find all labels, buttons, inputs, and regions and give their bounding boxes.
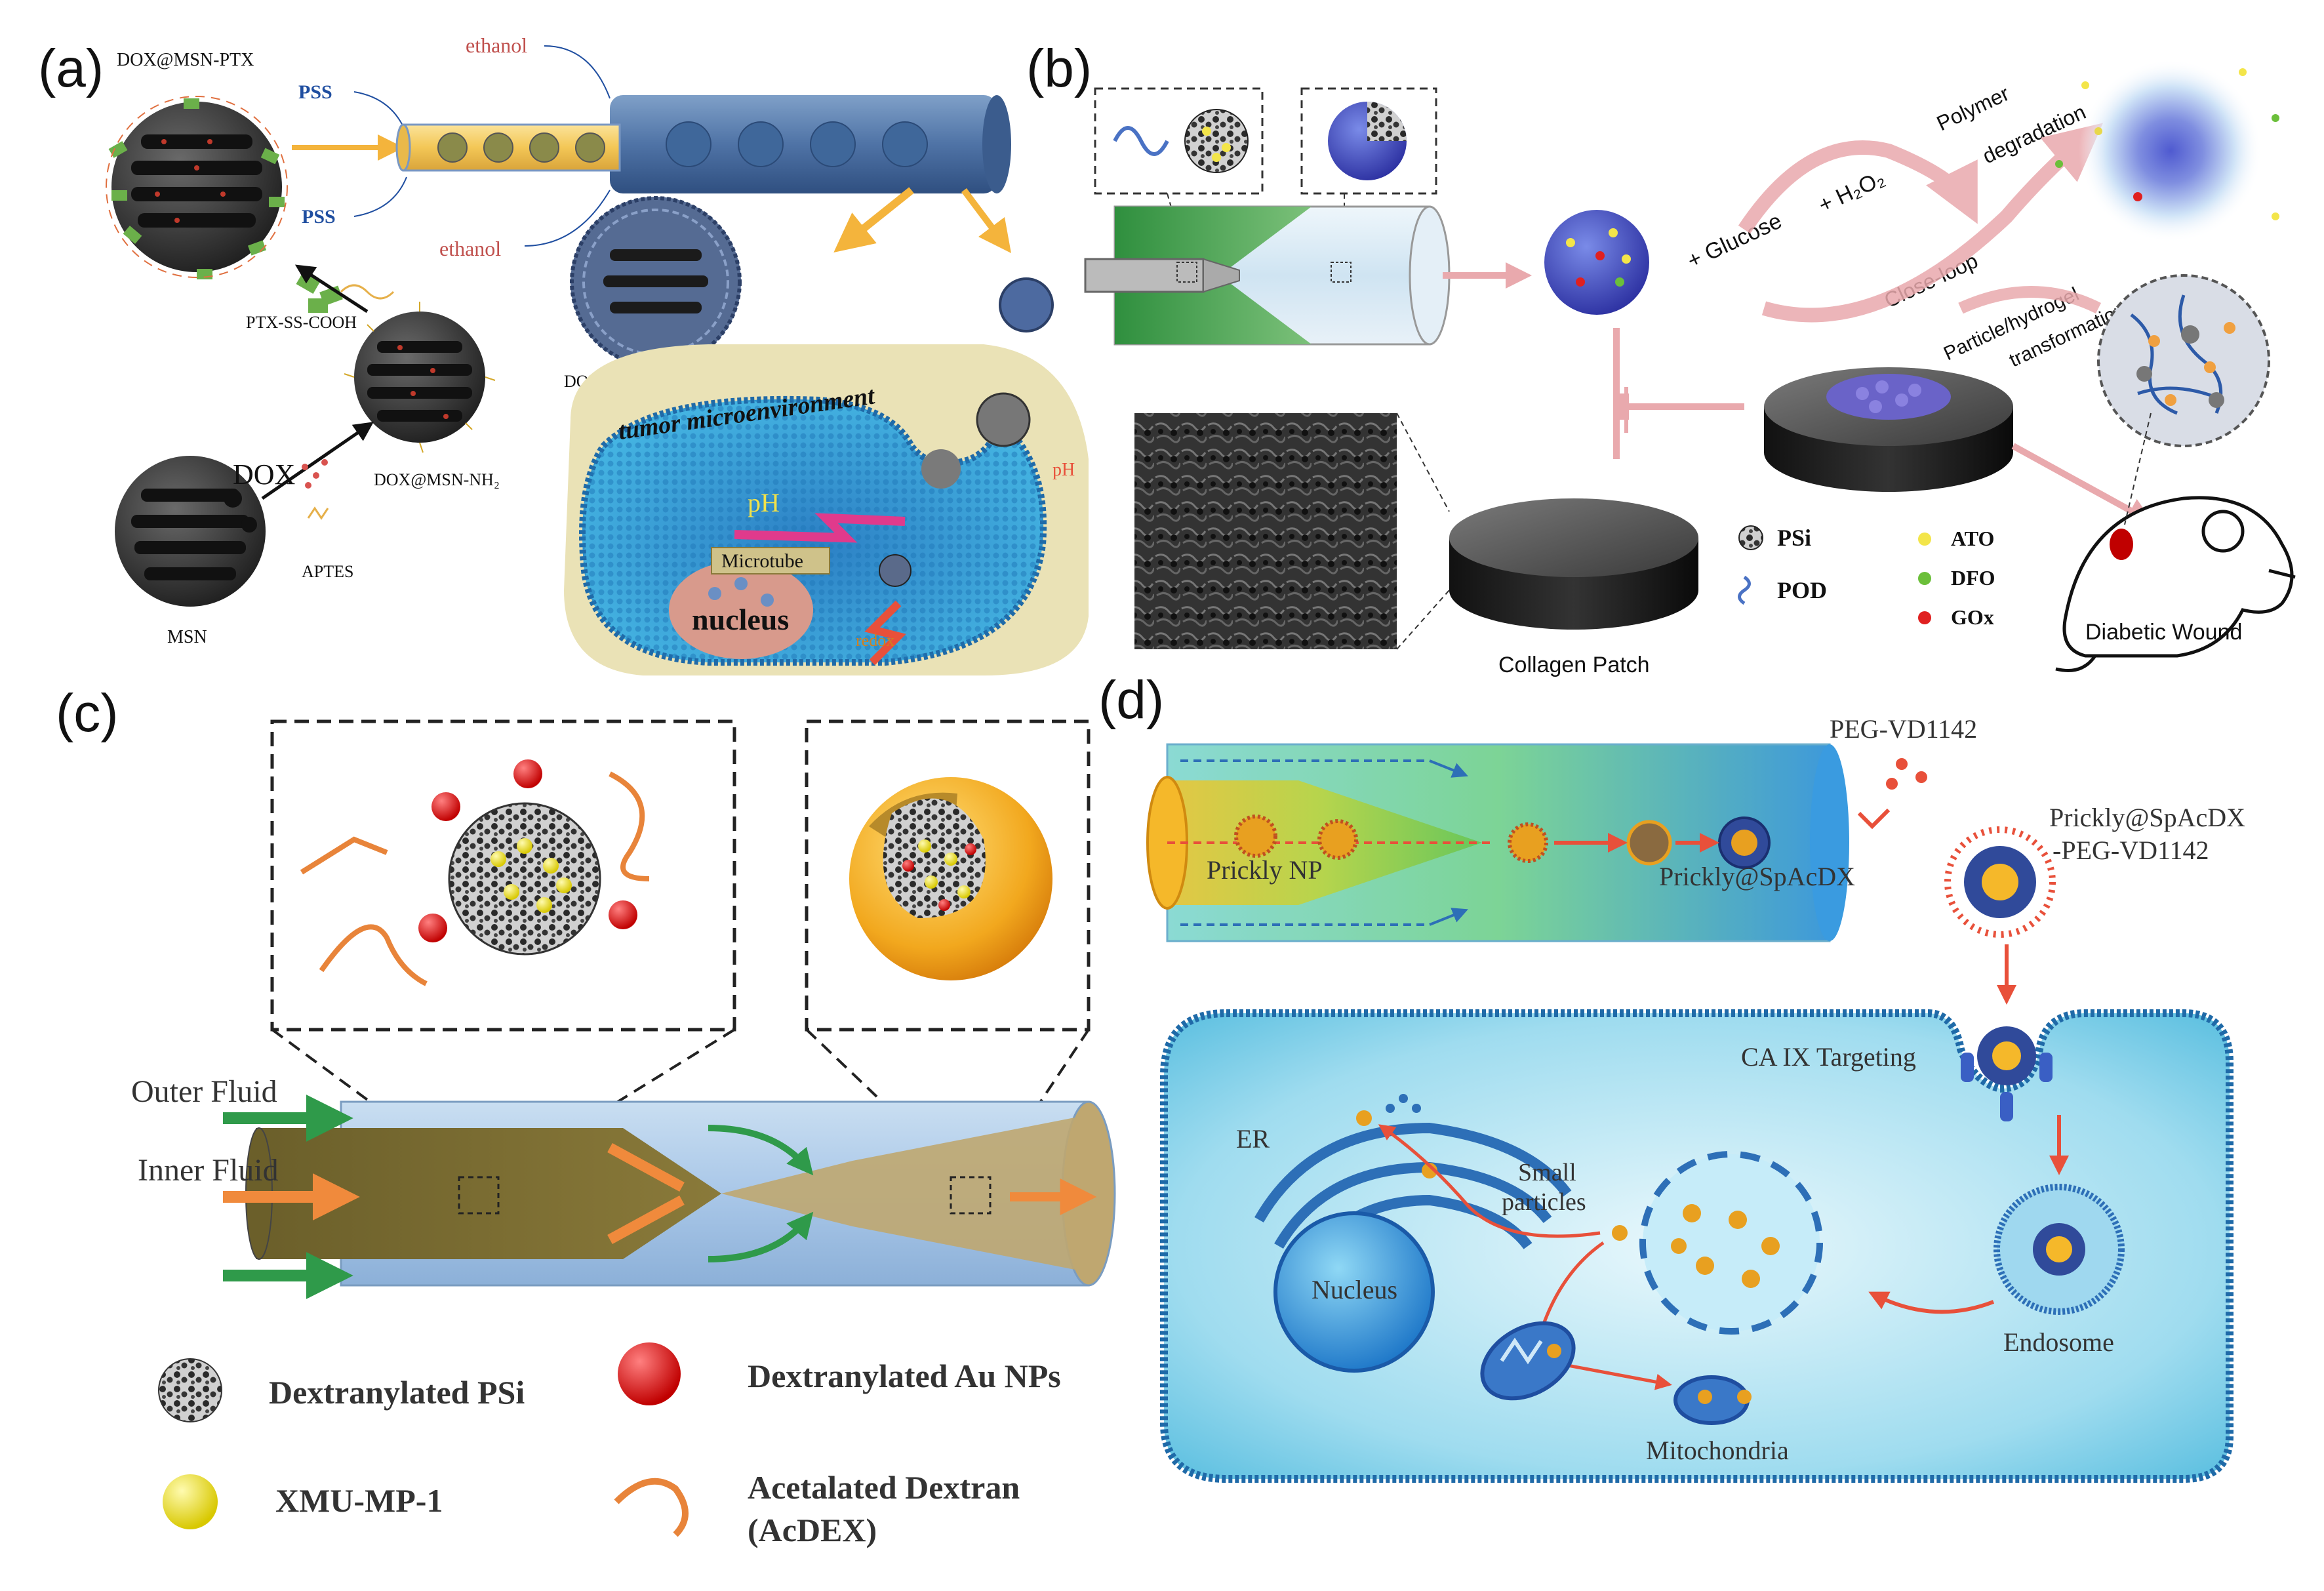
- dox-label: DOX: [233, 458, 295, 491]
- peg-vd1142-label: PEG-VD1142: [1830, 714, 1977, 744]
- microfluidic-tube-a: [395, 95, 1011, 193]
- legend-c-xmu: XMU-MP-1: [275, 1482, 443, 1519]
- nucleus-d-label: Nucleus: [1312, 1275, 1397, 1304]
- microfluidic-tube-c: [223, 1095, 1116, 1299]
- endosome-label: Endosome: [2003, 1327, 2114, 1357]
- panel-d-letter: (d): [1098, 670, 1164, 730]
- acdex-strand-icon: [614, 1478, 689, 1537]
- ph-cell-label: pH: [748, 488, 780, 517]
- h2o2-label: + H₂O₂: [1814, 166, 1889, 218]
- hydrogel-zoom: [2097, 274, 2270, 447]
- product-label-1: Prickly@SpAcDX: [2049, 803, 2245, 832]
- inset-core-shell: [1300, 87, 1437, 195]
- legend-c-acdex-abbrev: (AcDEX): [748, 1512, 877, 1548]
- panel-c: (c): [56, 683, 1116, 1548]
- prickly-spacdx-label: Prickly@SpAcDX: [1659, 862, 1855, 891]
- panel-c-letter: (c): [56, 683, 119, 743]
- pod-psi-particle: [1544, 210, 1649, 315]
- small-pss-particle: [999, 277, 1054, 332]
- wound-site: [2110, 529, 2133, 560]
- legend-c-psi: Dextranylated PSi: [269, 1374, 525, 1411]
- legend-b: PSi POD ATO DFO GOx: [1738, 525, 1995, 629]
- legend-b-ato: ATO: [1951, 527, 1994, 550]
- ca-ix-label: CA IX Targeting: [1741, 1042, 1916, 1072]
- inset-components: [1094, 87, 1264, 195]
- sem-image: [1134, 413, 1397, 649]
- panel-d: (d) Prickly NP Prickly@SpAcDX PEG-VD1142: [1098, 670, 2245, 1483]
- microfluidic-device-b: [1084, 205, 1451, 346]
- inner-fluid-label: Inner Fluid: [138, 1153, 279, 1188]
- small-particles-1-label: Small: [1518, 1159, 1576, 1186]
- degraded-particle: [2079, 59, 2262, 243]
- panel-a: (a): [38, 33, 1089, 675]
- collagen-patch-disk: [1449, 498, 1698, 630]
- microtube-label: Microtube: [721, 550, 803, 572]
- msn-particle: [115, 456, 266, 607]
- small-particles-2-label: particles: [1502, 1188, 1586, 1216]
- prickly-np-label: Prickly NP: [1207, 855, 1323, 885]
- dextranylated-psi-icon: [158, 1358, 222, 1422]
- xmu-mp-1-icon: [163, 1474, 218, 1529]
- dox-msn-nh2-label: DOX@MSN-NH₂: [374, 470, 500, 489]
- er-label: ER: [1236, 1124, 1270, 1154]
- hydrogel-disk: [1764, 367, 2013, 492]
- legend-b-pod: POD: [1777, 577, 1827, 603]
- dfo-dot-icon: [1918, 572, 1931, 585]
- dox-msn-ptx-pss-particle: [570, 196, 742, 368]
- endosome: [1993, 1184, 2125, 1315]
- dextranylated-au-np-icon: [618, 1342, 681, 1405]
- polymer-label: Polymer: [1933, 81, 2013, 135]
- inset-core-shell-c: [805, 719, 1091, 1032]
- dox-msn-ptx-particle: [106, 96, 288, 279]
- psi-particle-c: [448, 802, 601, 956]
- legend-c-au: Dextranylated Au NPs: [748, 1358, 1061, 1394]
- nucleus-a-label: nucleus: [692, 603, 789, 636]
- ca-ix-receptor: [1961, 1026, 2053, 1121]
- broken-endosome: [1639, 1151, 1823, 1335]
- pod-chain-icon: [1738, 575, 1751, 605]
- tumor-microenvironment: [564, 344, 1089, 675]
- product-particle: [1944, 826, 2056, 938]
- pss-bottom-label: PSS: [302, 206, 336, 228]
- legend-b-psi: PSi: [1777, 525, 1811, 551]
- prickly-np-row: [1234, 815, 1771, 869]
- dox-msn-ptx-label: DOX@MSN-PTX: [117, 50, 254, 70]
- ptx-ss-cooh-label: PTX-SS-COOH: [246, 313, 357, 332]
- mitochondria-organelle: [1480, 1321, 1752, 1425]
- psi-particle-icon: [1738, 525, 1763, 550]
- panel-a-letter: (a): [38, 39, 104, 98]
- legend-c: Dextranylated PSi Dextranylated Au NPs X…: [158, 1342, 1061, 1548]
- pss-top-label: PSS: [298, 81, 332, 103]
- glucose-label: + Glucose: [1683, 209, 1786, 274]
- collagen-patch-label: Collagen Patch: [1498, 653, 1650, 677]
- panel-b: (b) + Glucose + H₂O₂ Polymer: [1026, 39, 2296, 677]
- panel-b-letter: (b): [1026, 39, 1092, 98]
- aptes-label: APTES: [302, 562, 353, 581]
- diabetic-wound-label: Diabetic Wound: [2085, 620, 2242, 645]
- redox-label: redox: [856, 631, 894, 650]
- ato-dot-icon: [1918, 533, 1931, 546]
- legend-c-acdex: Acetalated Dextran: [748, 1469, 1020, 1506]
- product-label-2: -PEG-VD1142: [2053, 836, 2209, 865]
- ethanol-bottom-label: ethanol: [439, 237, 501, 260]
- legend-b-dfo: DFO: [1951, 566, 1995, 590]
- ph-outside-label: pH: [1052, 460, 1075, 480]
- gox-dot-icon: [1918, 611, 1931, 624]
- dox-msn-nh2-particle: [344, 302, 496, 453]
- inset-precursors: [270, 719, 736, 1032]
- outer-fluid-label: Outer Fluid: [131, 1074, 277, 1109]
- legend-b-gox: GOx: [1951, 605, 1994, 629]
- mitochondria-label: Mitochondria: [1646, 1436, 1789, 1465]
- ethanol-top-label: ethanol: [466, 33, 527, 57]
- nucleus-d: [1273, 1211, 1435, 1373]
- msn-label: MSN: [167, 627, 207, 647]
